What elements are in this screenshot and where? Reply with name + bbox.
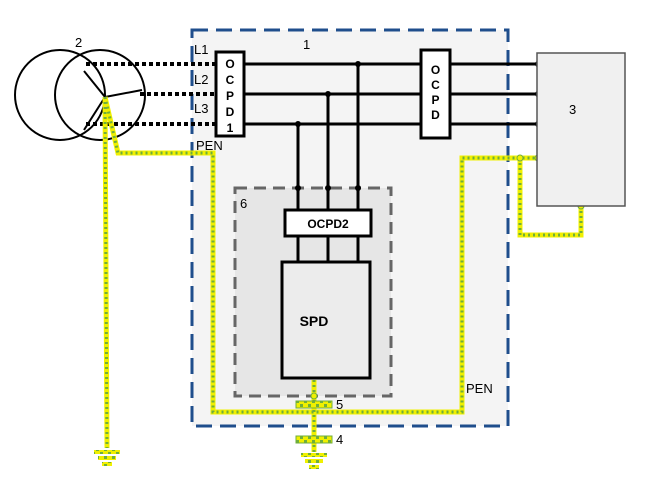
ground-symbol-left (94, 450, 120, 466)
ocpd-letters: O C P D (431, 63, 440, 122)
ocpd1-letter: 1 (227, 121, 234, 135)
load-number-label: 3 (569, 102, 576, 117)
ocpd1-box (214, 50, 246, 138)
ocpd1-letters: O C P D 1 (225, 57, 234, 135)
ocpd-letter: D (431, 108, 440, 122)
spd-label: SPD (300, 313, 329, 329)
earth-electrode-number-label: 4 (336, 432, 343, 447)
sub-board-number-label: 6 (240, 196, 247, 211)
ground-symbol-center (301, 453, 327, 469)
ocpd1-letter: P (226, 89, 234, 103)
ocpd1-letter: O (225, 57, 234, 71)
transformer-symbol (14, 49, 146, 141)
earth-bar-number-label: 5 (336, 397, 343, 412)
ocpd-box (419, 48, 452, 140)
line-l1-label: L1 (194, 42, 208, 57)
line-l3-label: L3 (194, 101, 208, 116)
pen-node-right-a (516, 154, 524, 162)
ocpd2-box (283, 208, 373, 238)
load-box (536, 52, 626, 207)
pen-node-spd (310, 392, 318, 400)
spd-box (280, 260, 372, 380)
ocpd-letter: C (431, 78, 440, 92)
ocpd-letter: O (431, 63, 440, 77)
earth-bar (295, 400, 333, 409)
pen-right-label: PEN (466, 381, 493, 396)
ocpd1-letter: D (226, 105, 235, 119)
incoming-phase-conductors (86, 62, 216, 126)
phase-busbars (244, 62, 538, 262)
transformer-number-label: 2 (75, 35, 82, 50)
ocpd2-label: OCPD2 (307, 217, 349, 231)
ocpd-letter: P (431, 93, 439, 107)
line-l2-label: L2 (194, 72, 208, 87)
ocpd1-letter: C (226, 73, 235, 87)
pen-left-label: PEN (196, 138, 223, 153)
earth-electrode-bar (295, 435, 333, 444)
main-board-number-label: 1 (303, 37, 310, 52)
